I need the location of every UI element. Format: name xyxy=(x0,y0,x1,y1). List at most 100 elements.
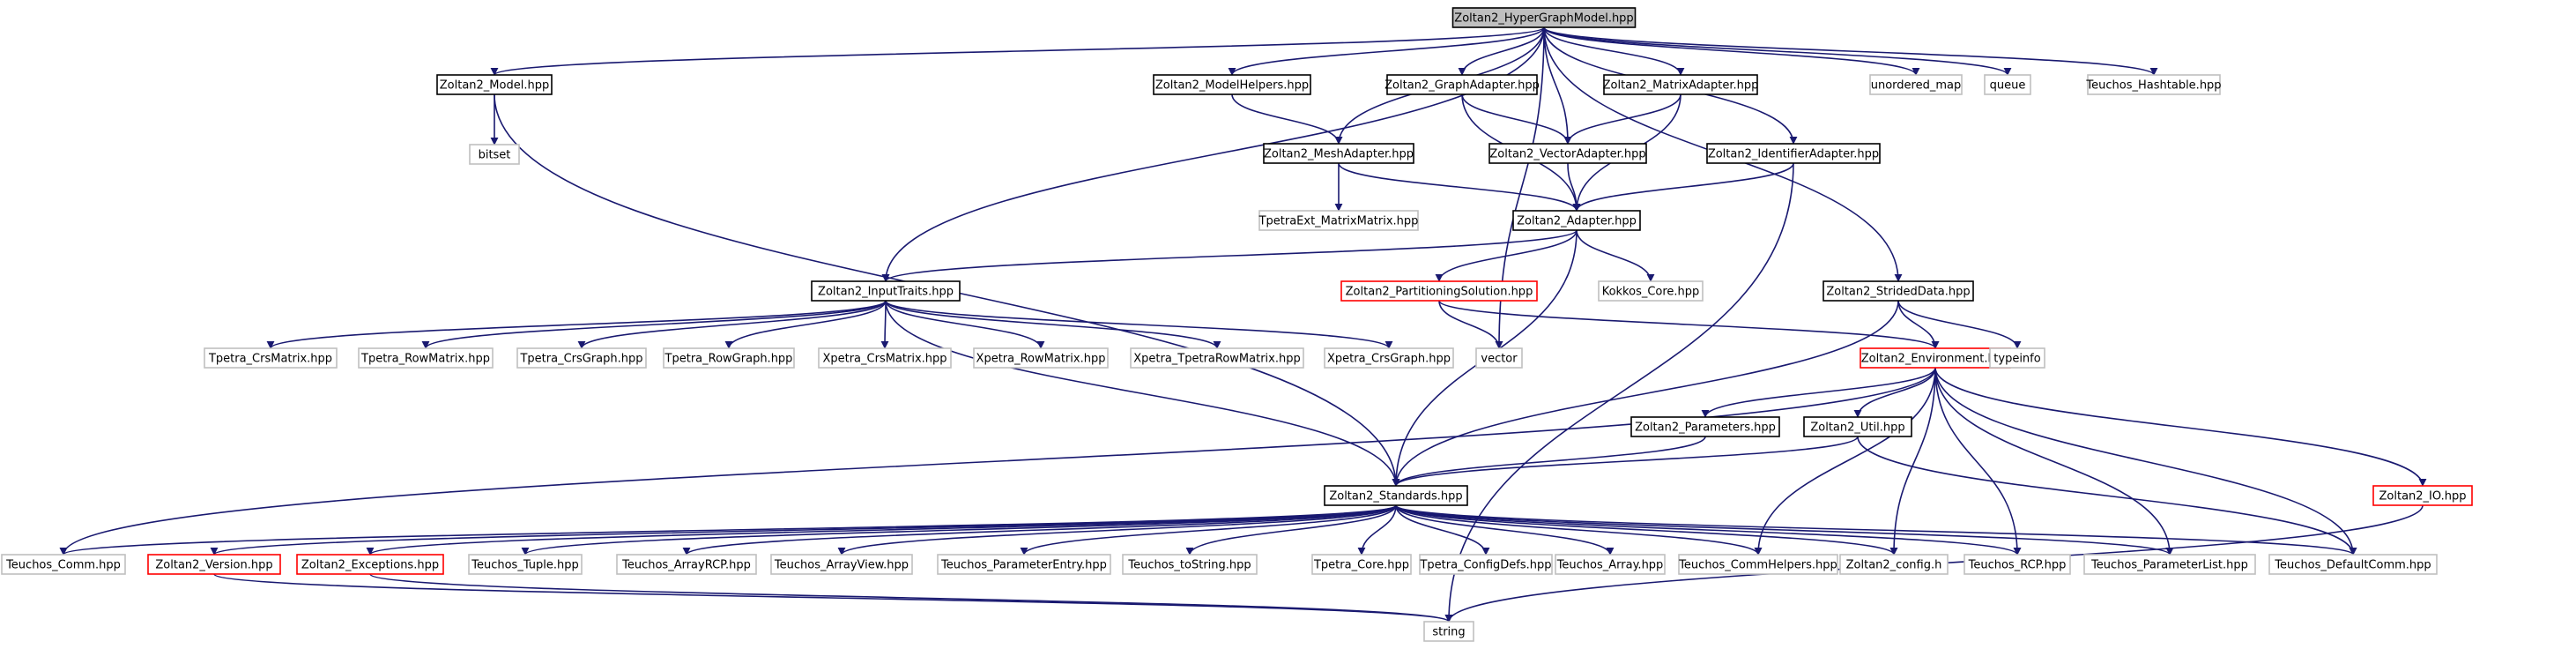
node-label-config: Zoltan2_config.h xyxy=(1846,559,1942,572)
edge-inputtraits-to-xpetra_tpetrarow xyxy=(885,300,1221,349)
node-tuple[interactable]: Teuchos_Tuple.hpp xyxy=(468,554,583,575)
node-label-tostring: Teuchos_toString.hpp xyxy=(1127,559,1251,572)
node-meshadapter[interactable]: Zoltan2_MeshAdapter.hpp xyxy=(1263,143,1414,164)
edge-environment-to-paramlist xyxy=(1934,367,2174,556)
node-util[interactable]: Zoltan2_Util.hpp xyxy=(1803,416,1912,437)
node-box-hashtable xyxy=(2087,74,2221,95)
node-identifieradapter[interactable]: Zoltan2_IdentifierAdapter.hpp xyxy=(1706,143,1881,164)
node-xpetra_tpetrarow[interactable]: Xpetra_TpetraRowMatrix.hpp xyxy=(1130,347,1304,369)
node-arrayview[interactable]: Teuchos_ArrayView.hpp xyxy=(770,554,913,575)
edge-root-to-unordered_map xyxy=(1543,26,1920,76)
node-box-root xyxy=(1451,7,1637,28)
node-arrayrcp[interactable]: Teuchos_ArrayRCP.hpp xyxy=(616,554,757,575)
node-box-tpetra_core xyxy=(1311,554,1412,575)
node-label-meshadapter: Zoltan2_MeshAdapter.hpp xyxy=(1264,148,1414,161)
node-box-config xyxy=(1839,554,1949,575)
node-tpetra_crsgraph[interactable]: Tpetra_CrsGraph.hpp xyxy=(516,347,647,369)
node-label-teuchos_array: Teuchos_Array.hpp xyxy=(1556,559,1664,572)
node-strided[interactable]: Zoltan2_StridedData.hpp xyxy=(1823,280,1974,302)
node-label-arrayview: Teuchos_ArrayView.hpp xyxy=(774,559,909,572)
node-standards[interactable]: Zoltan2_Standards.hpp xyxy=(1324,485,1468,506)
node-label-paramentry: Teuchos_ParameterEntry.hpp xyxy=(940,559,1107,572)
node-label-defaultcomm: Teuchos_DefaultComm.hpp xyxy=(2274,559,2431,572)
node-io[interactable]: Zoltan2_IO.hpp xyxy=(2372,485,2473,506)
node-modelhelpers[interactable]: Zoltan2_ModelHelpers.hpp xyxy=(1153,74,1311,95)
node-tpetraext[interactable]: TpetraExt_MatrixMatrix.hpp xyxy=(1258,210,1419,231)
node-tostring[interactable]: Teuchos_toString.hpp xyxy=(1122,554,1258,575)
node-box-queue xyxy=(1984,74,2031,95)
node-tpetra_rowmatrix[interactable]: Tpetra_RowMatrix.hpp xyxy=(358,347,494,369)
node-xpetra_rowmatrix[interactable]: Xpetra_RowMatrix.hpp xyxy=(973,347,1109,369)
node-exceptions[interactable]: Zoltan2_Exceptions.hpp xyxy=(296,554,444,575)
node-label-arrayrcp: Teuchos_ArrayRCP.hpp xyxy=(621,559,751,572)
node-box-typeinfo xyxy=(1989,347,2045,369)
node-box-tostring xyxy=(1122,554,1258,575)
node-tpetra_rowgraph[interactable]: Tpetra_RowGraph.hpp xyxy=(663,347,795,369)
node-hashtable[interactable]: Teuchos_Hashtable.hpp xyxy=(2085,74,2222,95)
edge-inputtraits-to-tpetra_rowgraph xyxy=(724,300,887,349)
edge-parameters-to-standards xyxy=(1392,436,1706,487)
node-box-teuchos_array xyxy=(1555,554,1666,575)
edge-strided-to-environment xyxy=(1897,300,1940,349)
node-inputtraits[interactable]: Zoltan2_InputTraits.hpp xyxy=(811,280,961,302)
edge-environment-to-config xyxy=(1889,367,1936,556)
node-adapter[interactable]: Zoltan2_Adapter.hpp xyxy=(1512,210,1641,231)
node-paramentry[interactable]: Teuchos_ParameterEntry.hpp xyxy=(937,554,1111,575)
node-label-hashtable: Teuchos_Hashtable.hpp xyxy=(2085,79,2221,93)
node-bitset[interactable]: bitset xyxy=(469,144,520,165)
node-box-rcp xyxy=(1964,554,2071,575)
node-label-tpetra_crsmatrix: Tpetra_CrsMatrix.hpp xyxy=(208,353,332,366)
node-box-standards xyxy=(1324,485,1468,506)
node-label-rcp: Teuchos_RCP.hpp xyxy=(1968,559,2067,572)
edge-adapter-to-kokkos xyxy=(1576,229,1655,282)
node-paramlist[interactable]: Teuchos_ParameterList.hpp xyxy=(2083,554,2256,575)
node-rcp[interactable]: Teuchos_RCP.hpp xyxy=(1964,554,2071,575)
node-teuchos_array[interactable]: Teuchos_Array.hpp xyxy=(1555,554,1666,575)
node-label-version: Zoltan2_Version.hpp xyxy=(155,559,272,572)
node-box-model xyxy=(436,74,553,95)
node-xpetra_crsmatrix[interactable]: Xpetra_CrsMatrix.hpp xyxy=(818,347,952,369)
node-box-strided xyxy=(1823,280,1974,302)
node-queue[interactable]: queue xyxy=(1984,74,2031,95)
node-vectoradapter[interactable]: Zoltan2_VectorAdapter.hpp xyxy=(1488,143,1647,164)
node-box-bitset xyxy=(469,144,520,165)
node-parameters[interactable]: Zoltan2_Parameters.hpp xyxy=(1630,416,1780,437)
edge-adapter-to-partsol xyxy=(1435,229,1578,282)
node-graphadapter[interactable]: Zoltan2_GraphAdapter.hpp xyxy=(1385,74,1540,95)
node-partsol[interactable]: Zoltan2_PartitioningSolution.hpp xyxy=(1340,280,1538,302)
node-commhelpers[interactable]: Teuchos_CommHelpers.hpp xyxy=(1678,554,1838,575)
edge-environment-to-parameters xyxy=(1701,367,1936,418)
node-environment[interactable]: Zoltan2_Environment.hpp xyxy=(1860,347,2011,369)
node-layer: Zoltan2_HyperGraphModel.hppZoltan2_Model… xyxy=(1,7,2473,642)
edge-exceptions-to-string xyxy=(369,573,1453,623)
node-matrixadapter[interactable]: Zoltan2_MatrixAdapter.hpp xyxy=(1603,74,1759,95)
node-label-paramlist: Teuchos_ParameterList.hpp xyxy=(2090,559,2248,572)
node-unordered_map[interactable]: unordered_map xyxy=(1869,74,1963,95)
node-label-standards: Zoltan2_Standards.hpp xyxy=(1329,490,1462,504)
node-defaultcomm[interactable]: Teuchos_DefaultComm.hpp xyxy=(2268,554,2438,575)
node-typeinfo[interactable]: typeinfo xyxy=(1989,347,2045,369)
node-tpetra_core[interactable]: Tpetra_Core.hpp xyxy=(1311,554,1412,575)
node-version[interactable]: Zoltan2_Version.hpp xyxy=(147,554,281,575)
edge-root-to-vectoradapter xyxy=(1543,26,1572,145)
node-config[interactable]: Zoltan2_config.h xyxy=(1839,554,1949,575)
node-root[interactable]: Zoltan2_HyperGraphModel.hpp xyxy=(1451,7,1637,28)
edge-identifieradapter-to-adapter xyxy=(1572,162,1794,212)
edge-matrixadapter-to-vectoradapter xyxy=(1563,93,1681,145)
node-configdefs[interactable]: Tpetra_ConfigDefs.hpp xyxy=(1419,554,1553,575)
node-label-modelhelpers: Zoltan2_ModelHelpers.hpp xyxy=(1155,79,1309,93)
node-box-xpetra_crsgraph xyxy=(1324,347,1454,369)
node-vector[interactable]: vector xyxy=(1475,347,1523,369)
node-kokkos[interactable]: Kokkos_Core.hpp xyxy=(1598,280,1704,302)
edge-strided-to-typeinfo xyxy=(1897,300,2022,349)
node-model[interactable]: Zoltan2_Model.hpp xyxy=(436,74,553,95)
node-label-matrixadapter: Zoltan2_MatrixAdapter.hpp xyxy=(1603,79,1759,93)
node-tpetra_crsmatrix[interactable]: Tpetra_CrsMatrix.hpp xyxy=(204,347,338,369)
edge-layer xyxy=(59,26,2427,623)
edge-standards-to-defaultcomm xyxy=(1395,504,2357,556)
node-string[interactable]: string xyxy=(1423,621,1474,642)
node-teuchos_comm[interactable]: Teuchos_Comm.hpp xyxy=(1,554,126,575)
edge-root-to-model xyxy=(490,26,1545,76)
node-xpetra_crsgraph[interactable]: Xpetra_CrsGraph.hpp xyxy=(1324,347,1454,369)
node-box-version xyxy=(147,554,281,575)
